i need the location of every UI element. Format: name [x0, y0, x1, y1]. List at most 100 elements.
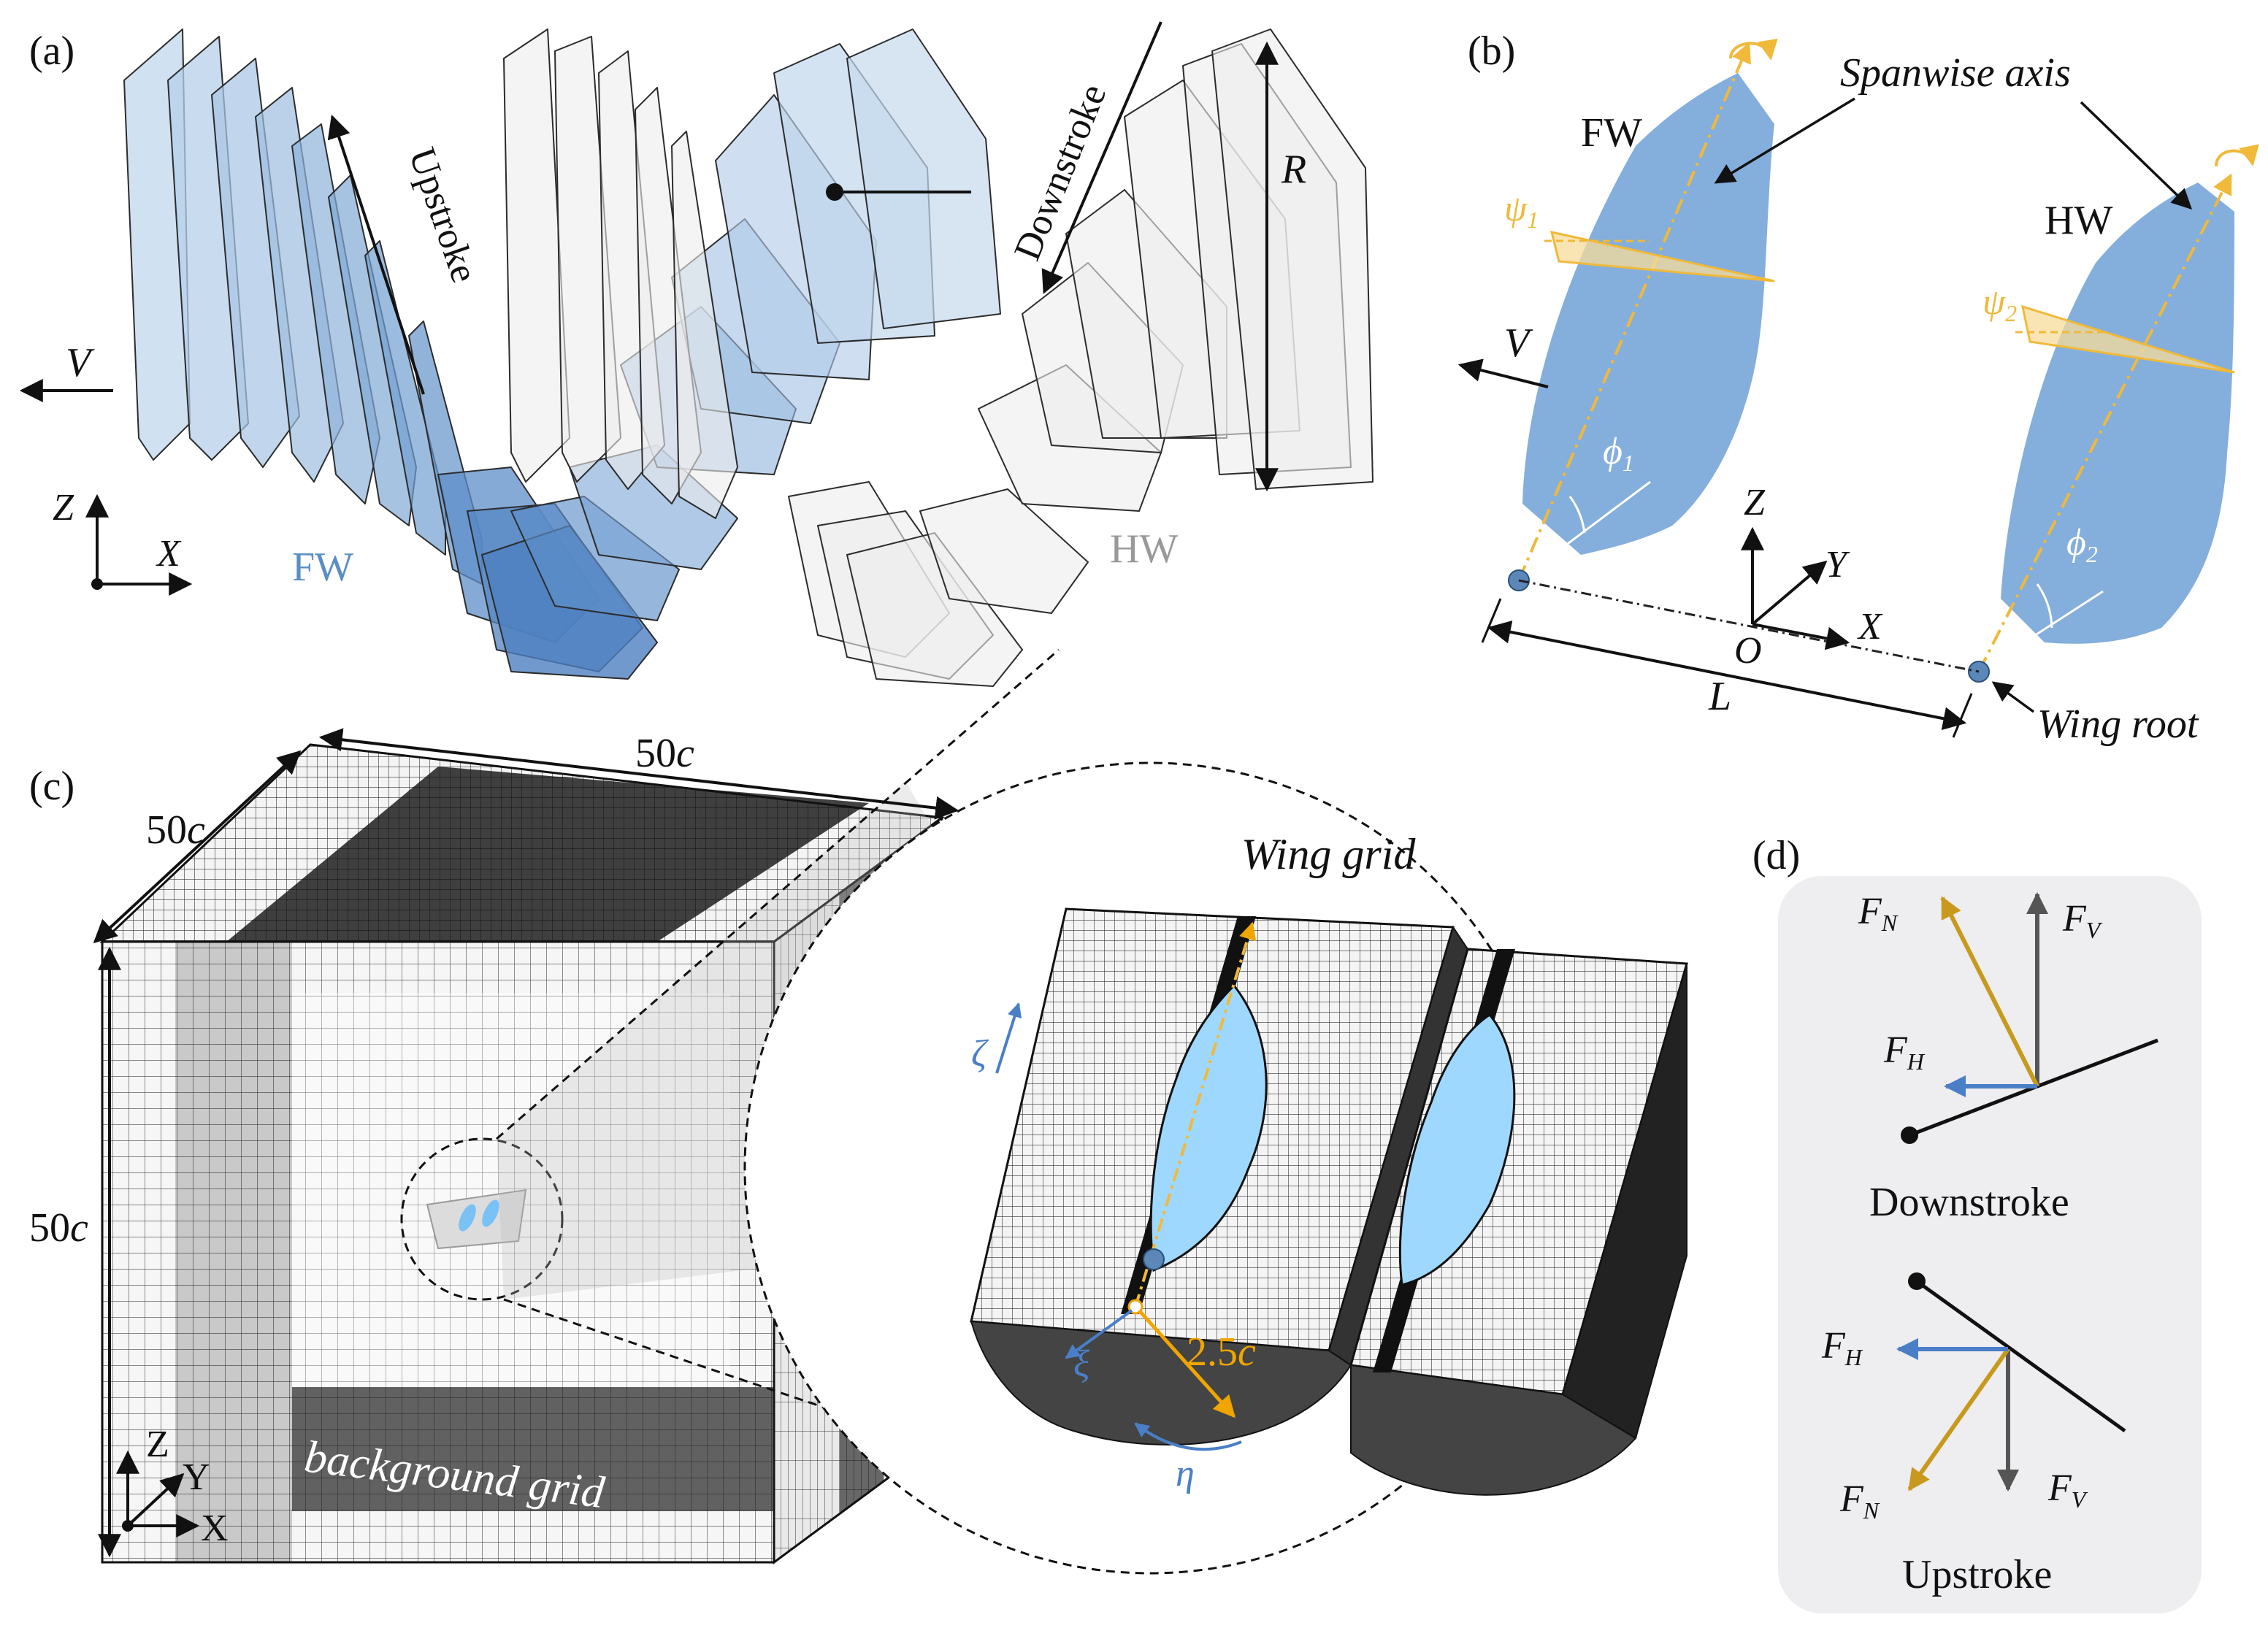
- origin-label-b: O: [1734, 630, 1762, 672]
- fw-wing-frame: [255, 87, 344, 483]
- axis-y-arrow-c: [126, 1473, 185, 1527]
- downstroke-fn-label: FN: [1858, 891, 1899, 936]
- zoom-line-top: [496, 648, 1060, 1140]
- fw-label-b: FW: [1581, 110, 1642, 155]
- axis-x-label-c: X: [201, 1508, 229, 1549]
- upstroke-fn-label: FN: [1839, 1478, 1880, 1524]
- fw-rotation-arc: [1729, 38, 1778, 61]
- downstroke-fv-label: FV: [2062, 898, 2103, 943]
- fw-spanwise-axis: [1517, 42, 1751, 581]
- hw-label-b: HW: [2045, 198, 2112, 243]
- radius-arrow-grid: [1138, 1309, 1236, 1418]
- hw-wing-frame: [503, 28, 570, 483]
- upstroke-label-d: Upstroke: [1902, 1552, 2052, 1597]
- radius-grid-label: 2.5c: [1187, 1329, 1256, 1375]
- wing-grid-block-right-front: [1350, 1364, 1637, 1496]
- axes-c: Z Y X: [116, 1424, 229, 1549]
- velocity-label: V: [66, 340, 95, 385]
- psi2-wedge: [2021, 304, 2235, 374]
- length-label: L: [1708, 674, 1731, 719]
- cube-wing-hw: [482, 1199, 499, 1227]
- hw-wing-planform: [2001, 183, 2234, 644]
- cube-front-inner-fade: [292, 993, 730, 1387]
- phi1-label: ϕ1: [1603, 431, 1634, 476]
- panel-a-label: (a): [29, 28, 74, 74]
- cube-wing-fw: [459, 1204, 476, 1232]
- wing-root-label: Wing root: [2037, 702, 2199, 747]
- cube-front-shade-left: [175, 942, 292, 1562]
- spanwise-leader-hw: [2080, 101, 2193, 210]
- upstroke-arrow: [327, 114, 425, 395]
- fw-wing-frame: [167, 36, 249, 461]
- wing-root-leader: [1991, 681, 2035, 713]
- wing-fw-root: [1143, 1248, 1165, 1270]
- panel-d-label: (d): [1752, 833, 1800, 878]
- length-ext-left: [1481, 598, 1502, 643]
- dim-left-top-line: [93, 750, 302, 944]
- axis-y-label-c: Y: [183, 1456, 210, 1498]
- xi-arrow: [1065, 1309, 1133, 1359]
- panel-c: (c) 50c 50c 50c background grid: [29, 648, 1688, 1575]
- fw-wing-frame: [291, 123, 380, 504]
- wing-fw-axis: [1134, 921, 1257, 1308]
- hw-wing-frame: [1211, 28, 1374, 490]
- hw-rotation-arc: [2215, 144, 2259, 167]
- eta-label: η: [1176, 1453, 1195, 1494]
- axis-origin-dot: [91, 578, 103, 590]
- panel-d: (d) FN FV FH Downstroke FH FN FV Upstrok…: [1752, 833, 2202, 1613]
- axis-y-arrow-b: [1751, 560, 1828, 626]
- axis-x-label: X: [156, 533, 182, 575]
- cube-front-shade-bottom: [292, 1387, 774, 1511]
- downstroke-label-d: Downstroke: [1869, 1180, 2069, 1225]
- upstroke-wing-chord: [1915, 1279, 2126, 1433]
- fw-label: FW: [292, 545, 353, 590]
- panel-a: (a): [19, 21, 1374, 687]
- downstroke-leading-edge: [1901, 1126, 1918, 1144]
- panel-b-label: (b): [1468, 28, 1515, 74]
- grid-origin-dot: [1127, 1299, 1143, 1315]
- hw-wing-frame: [919, 488, 1089, 614]
- psi2-label: ψ2: [1982, 281, 2017, 326]
- psi1-wedge: [1549, 231, 1775, 283]
- wing-hw-grid: [1398, 1013, 1516, 1286]
- downstroke-arrow: [1041, 21, 1162, 294]
- zeta-label: ζ: [971, 1033, 989, 1075]
- upstroke-force-diagram: FH FN FV Upstroke: [1821, 1272, 2126, 1597]
- axis-z-label-b: Z: [1744, 482, 1766, 523]
- dim-top-line: [318, 728, 959, 820]
- hw-wing-frame: [846, 532, 1023, 687]
- upstroke-leading-edge: [1908, 1272, 1926, 1290]
- hw-label: HW: [1110, 526, 1178, 572]
- psi1-label: ψ1: [1504, 188, 1539, 233]
- axis-x-label-b: X: [1857, 606, 1883, 648]
- downstroke-force-diagram: FN FV FH Downstroke: [1858, 891, 2158, 1225]
- spanwise-leader-fw: [1714, 97, 1855, 184]
- upstroke-fh-label: FH: [1821, 1325, 1863, 1370]
- panel-c-label: (c): [29, 764, 74, 809]
- upstroke-fv-label: FV: [2047, 1467, 2088, 1513]
- wing-grid-zoom: Wing grid ζ ξ 2.5c: [743, 761, 1688, 1575]
- axes-b: Z Y X O: [1734, 482, 1883, 672]
- panel-b: (b) ψ1 ψ2 ϕ1 ϕ2 Spanwise axis: [1457, 28, 2259, 747]
- hw-wing-frame: [671, 131, 738, 519]
- fw-wing-frame: [211, 58, 300, 468]
- axis-origin-dot-c: [122, 1520, 134, 1532]
- cube-zoom-circle: [400, 1137, 564, 1301]
- fw-wing-frame: [846, 28, 1001, 329]
- length-ext-right: [1952, 693, 1973, 738]
- downstroke-fn-arrow: [1940, 896, 2039, 1088]
- downstroke-fh-label: FH: [1883, 1029, 1926, 1075]
- axis-z-label: Z: [53, 487, 74, 529]
- axis-z-label-c: Z: [146, 1424, 169, 1465]
- phi1-arc: [1568, 496, 1586, 534]
- fw-wing-planform: [1522, 73, 1774, 555]
- spanwise-axis-label: Spanwise axis: [1840, 50, 2071, 96]
- hw-spanwise-axis: [1977, 173, 2232, 672]
- cube-wing-block: [426, 1189, 527, 1250]
- zeta-arrow: [995, 1002, 1022, 1074]
- velocity-label-b: V: [1504, 320, 1533, 366]
- fw-wing-frame: [510, 496, 680, 621]
- phi2-arc: [2036, 583, 2053, 629]
- axis-x-arrow-b: [1752, 623, 1850, 650]
